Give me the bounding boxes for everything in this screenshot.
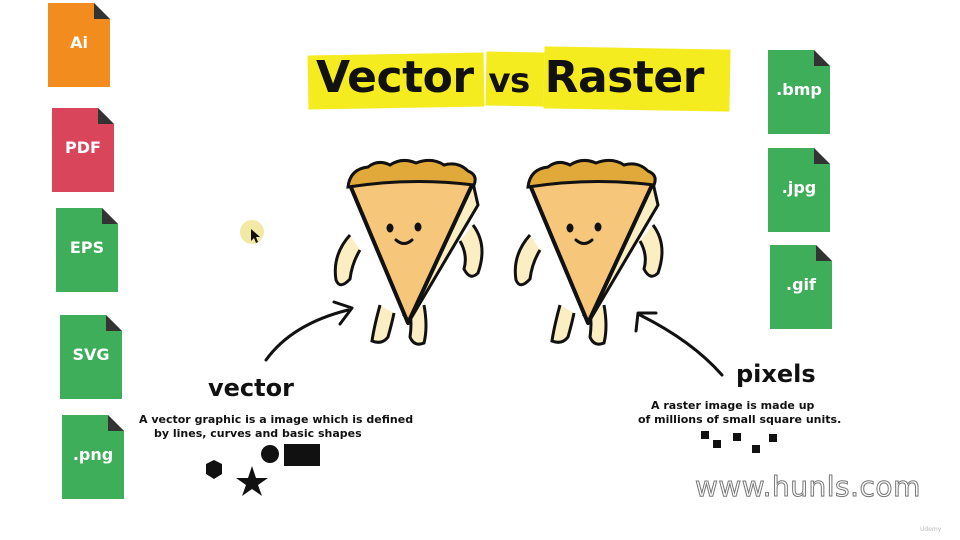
file-icon-png: .png xyxy=(62,415,124,499)
file-label-eps: EPS xyxy=(69,238,105,257)
circle-icon xyxy=(261,445,279,463)
vector-shapes-illustration xyxy=(206,444,320,496)
pixel-square xyxy=(752,445,760,453)
title-raster: Raster xyxy=(544,52,705,103)
file-label-gif: .gif xyxy=(786,275,816,294)
title-vector: Vector xyxy=(316,52,474,103)
file-label-ai: Ai xyxy=(70,33,88,52)
rectangle-icon xyxy=(284,444,320,466)
file-icon-jpg: .jpg xyxy=(768,148,830,232)
pixel-square xyxy=(733,433,741,441)
raster-description-line1: A raster image is made up xyxy=(651,399,815,412)
hexagon-icon xyxy=(206,460,222,479)
title-vs: vs xyxy=(488,61,530,101)
file-icon-svg: SVG xyxy=(60,315,122,399)
file-label-jpg: .jpg xyxy=(781,178,817,197)
pixel-square xyxy=(713,440,721,448)
vector-arrow-icon xyxy=(264,300,354,362)
file-icon-gif: .gif xyxy=(770,245,832,329)
mouse-pointer-icon xyxy=(251,229,260,243)
pixels-label: pixels xyxy=(736,360,816,388)
vector-description-line2: by lines, curves and basic shapes xyxy=(154,427,362,440)
watermark-text: www.hunls.com xyxy=(695,470,921,504)
title-text: Vector vs Raster xyxy=(316,52,704,103)
file-label-bmp: .bmp xyxy=(776,80,822,99)
file-icon-bmp: .bmp xyxy=(768,50,830,134)
file-icon-pdf: PDF xyxy=(52,108,114,192)
raster-description-line2: of millions of small square units. xyxy=(638,413,842,426)
pixels-arrow-icon xyxy=(634,311,724,377)
pixel-square xyxy=(701,431,709,439)
vector-description-line1: A vector graphic is a image which is def… xyxy=(139,413,414,426)
file-label-pdf: PDF xyxy=(65,138,101,157)
vector-pie-character xyxy=(333,158,484,346)
brand-logo: Udemy xyxy=(920,526,942,533)
file-label-svg: SVG xyxy=(72,345,110,364)
star-icon xyxy=(236,466,268,496)
vector-label: vector xyxy=(208,374,294,402)
file-label-png: .png xyxy=(72,445,114,464)
file-icon-eps: EPS xyxy=(56,208,118,292)
pixel-square xyxy=(769,434,777,442)
file-icon-ai: Ai xyxy=(48,3,110,87)
raster-pie-character xyxy=(513,158,664,346)
page-title: Vector vs Raster xyxy=(307,46,731,116)
